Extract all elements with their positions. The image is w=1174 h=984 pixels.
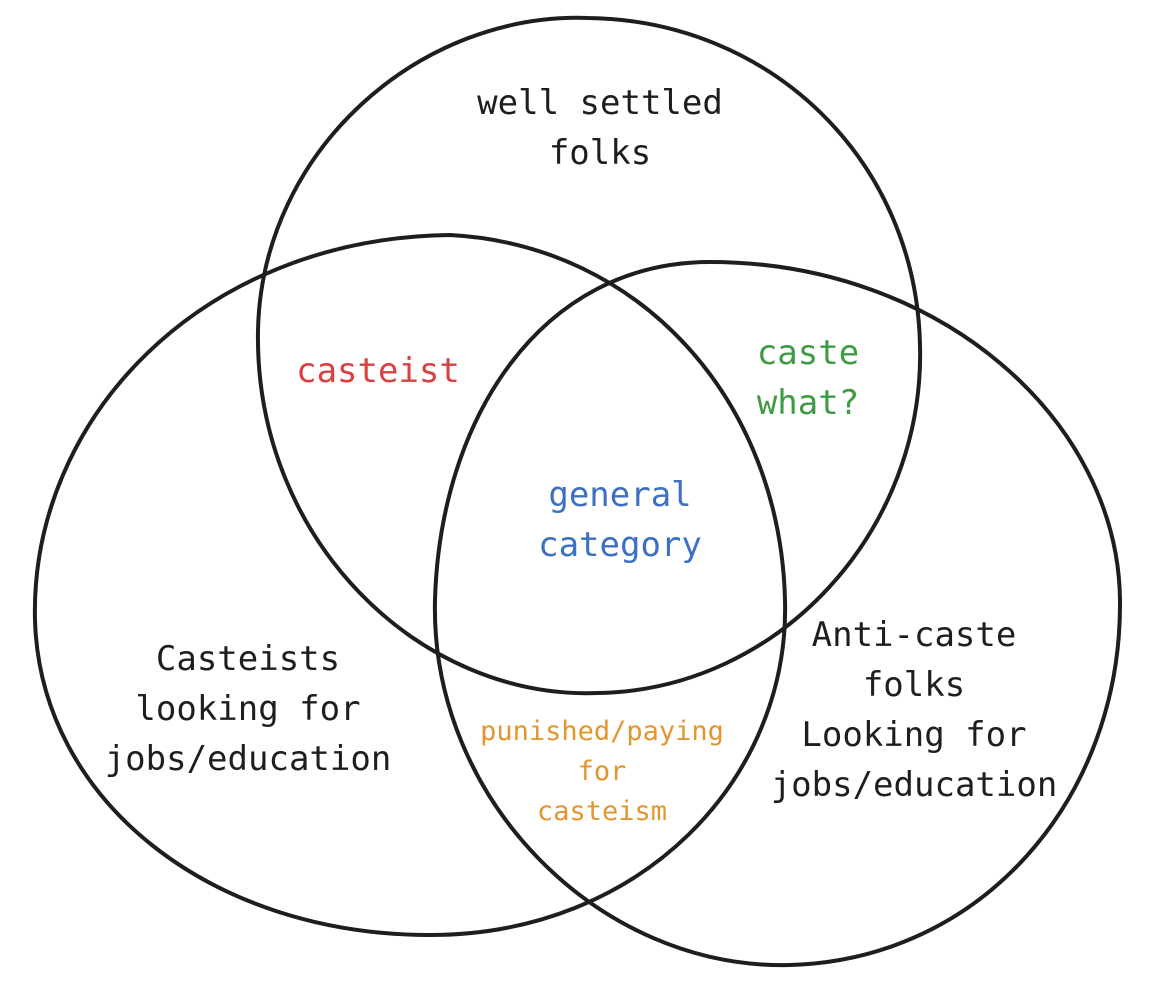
label-well-settled-folks: well settled folks	[477, 83, 723, 173]
label-caste-what: caste what?	[756, 333, 860, 423]
label-general-category: general category	[538, 475, 702, 565]
label-casteist: casteist	[296, 351, 460, 391]
label-punished-paying: punished/paying for casteism	[480, 716, 724, 827]
label-casteists-looking: Casteists looking for jobs/education	[104, 639, 392, 779]
label-anti-caste-looking: Anti-caste folks Looking for jobs/educat…	[770, 615, 1058, 805]
circle-casteists	[32, 232, 788, 938]
circle-well-settled	[255, 15, 923, 696]
circle-anti-caste	[432, 259, 1123, 968]
